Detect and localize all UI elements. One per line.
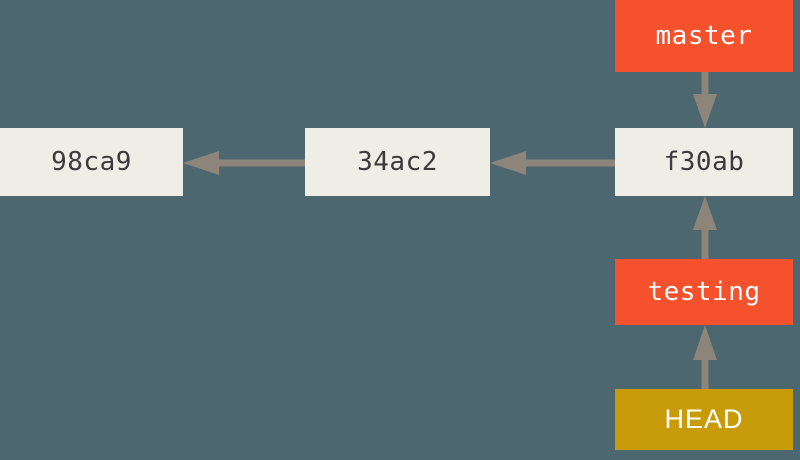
branch-name: master (655, 21, 753, 51)
branch-label-testing[interactable]: testing (615, 259, 793, 325)
branch-name: testing (647, 277, 761, 307)
head-pointer-label[interactable]: HEAD (615, 389, 793, 450)
commit-node-34ac2[interactable]: 34ac2 (305, 128, 490, 196)
arrow-master-to-f30ab (688, 72, 722, 128)
arrow-head-to-testing (688, 325, 722, 389)
arrow-testing-to-f30ab (688, 196, 722, 259)
commit-label: f30ab (663, 147, 745, 177)
commit-label: 34ac2 (357, 147, 438, 177)
commit-label: 98ca9 (51, 147, 132, 177)
commit-node-98ca9[interactable]: 98ca9 (0, 128, 183, 196)
head-name: HEAD (664, 404, 744, 434)
branch-label-master[interactable]: master (615, 0, 793, 72)
arrow-34ac2-to-98ca9 (183, 146, 305, 180)
arrow-f30ab-to-34ac2 (490, 146, 615, 180)
commit-node-f30ab[interactable]: f30ab (615, 128, 793, 196)
